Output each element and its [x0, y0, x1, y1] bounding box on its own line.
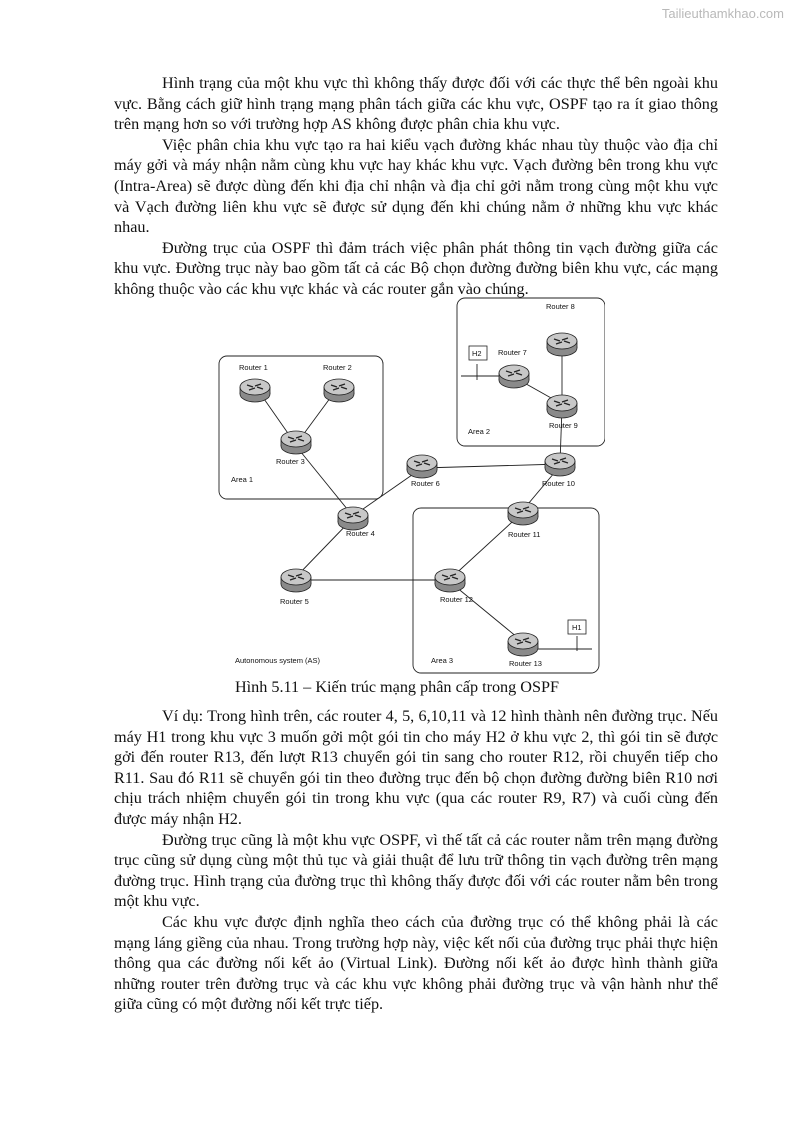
paragraph: Ví dụ: Trong hình trên, các router 4, 5,… — [114, 707, 718, 828]
router-label: Router 2 — [323, 363, 352, 372]
router-label: Router 5 — [280, 597, 309, 606]
area-2-boundary — [456, 297, 605, 447]
body-text-bottom: Ví dụ: Trong hình trên, các router 4, 5,… — [114, 706, 718, 1015]
router-12-icon — [434, 568, 466, 593]
router-4-icon — [337, 506, 369, 531]
router-label: Router 1 — [239, 363, 268, 372]
paragraph: Đường trục cũng là một khu vực OSPF, vì … — [114, 830, 718, 911]
host-h2-box — [468, 345, 488, 361]
router-8-icon — [546, 332, 578, 357]
paragraph: Đường trục của OSPF thì đảm trách việc p… — [114, 238, 718, 298]
router-label: Router 10 — [542, 479, 575, 488]
watermark: Tailieuthamkhao.com — [661, 6, 784, 21]
ospf-network-diagram: Router 1 Router 2 Router 3 Router 4 Rout… — [205, 296, 605, 676]
router-label: Router 9 — [549, 421, 578, 430]
router-1-icon — [239, 378, 271, 403]
router-label: Router 4 — [346, 529, 375, 538]
host-h1-box — [567, 619, 587, 635]
area-3-boundary — [412, 507, 600, 674]
paragraph: Hình trạng của một khu vực thì không thấ… — [114, 74, 718, 134]
router-label: Router 3 — [276, 457, 305, 466]
router-6-icon — [406, 454, 438, 479]
figure-caption: Hình 5.11 – Kiến trúc mạng phân cấp tron… — [234, 678, 559, 696]
body-text-top: Hình trạng của một khu vực thì không thấ… — [114, 73, 718, 300]
router-label: Router 8 — [546, 302, 575, 311]
router-label: Router 12 — [440, 595, 473, 604]
router-13-icon — [507, 632, 539, 657]
host-h1-label: H1 — [572, 623, 582, 632]
router-5-icon — [280, 568, 312, 593]
router-label: Router 7 — [498, 348, 527, 357]
router-label: Router 13 — [509, 659, 542, 668]
paragraph: Các khu vực được định nghĩa theo cách củ… — [114, 912, 718, 1014]
router-2-icon — [323, 378, 355, 403]
router-11-icon — [507, 501, 539, 526]
area-label: Area 2 — [468, 427, 490, 436]
router-7-icon — [498, 364, 530, 389]
host-h2-label: H2 — [472, 349, 482, 358]
area-label: Area 3 — [431, 656, 453, 665]
router-10-icon — [544, 452, 576, 477]
router-label: Router 6 — [411, 479, 440, 488]
as-label: Autonomous system (AS) — [235, 656, 321, 665]
paragraph: Việc phân chia khu vực tạo ra hai kiểu v… — [114, 135, 718, 237]
router-label: Router 11 — [508, 530, 540, 539]
router-3-icon — [280, 430, 312, 455]
area-label: Area 1 — [231, 475, 253, 484]
router-9-icon — [546, 394, 578, 419]
area-1-boundary — [218, 355, 384, 500]
